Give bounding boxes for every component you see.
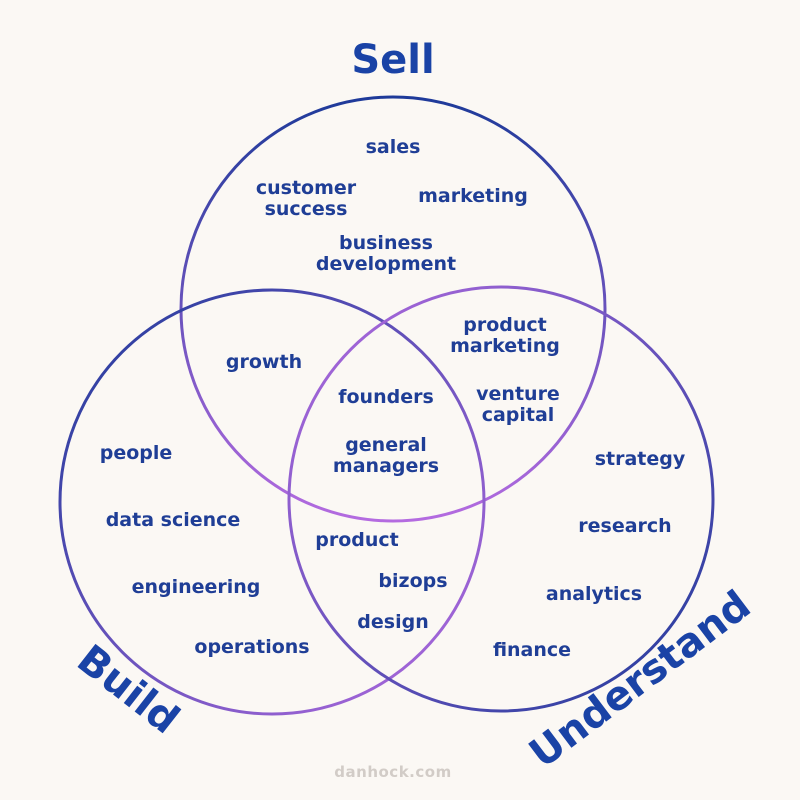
label-general: general: [345, 434, 427, 456]
label-operations: operations: [194, 636, 309, 658]
label-customer: customer: [256, 177, 357, 199]
label-business: business: [339, 232, 433, 254]
label-data-science: data science: [106, 509, 241, 531]
label-capital: capital: [482, 404, 555, 426]
title-sell: Sell: [351, 37, 434, 83]
label-design: design: [357, 611, 428, 633]
label-sales: sales: [366, 136, 421, 158]
label-venture: venture: [476, 383, 560, 405]
label-managers: managers: [333, 455, 439, 477]
label-analytics: analytics: [546, 583, 642, 605]
label-engineering: engineering: [132, 576, 261, 598]
watermark: danhock.com: [334, 763, 451, 781]
label-success: success: [265, 198, 348, 220]
build-circle: [58, 288, 486, 716]
label-development: development: [316, 253, 456, 275]
label-research: research: [578, 515, 671, 537]
label-product-marketing-1: product: [463, 314, 547, 336]
understand-circle: [287, 285, 715, 713]
label-finance: finance: [493, 639, 571, 661]
label-marketing: marketing: [418, 185, 528, 207]
label-strategy: strategy: [595, 448, 686, 470]
title-understand: Understand: [521, 582, 759, 777]
label-people: people: [100, 442, 173, 464]
title-build: Build: [69, 636, 188, 743]
label-product-marketing-2: marketing: [450, 335, 560, 357]
label-growth: growth: [226, 351, 302, 373]
label-product: product: [315, 529, 399, 551]
label-bizops: bizops: [378, 570, 447, 592]
label-founders: founders: [338, 386, 434, 408]
